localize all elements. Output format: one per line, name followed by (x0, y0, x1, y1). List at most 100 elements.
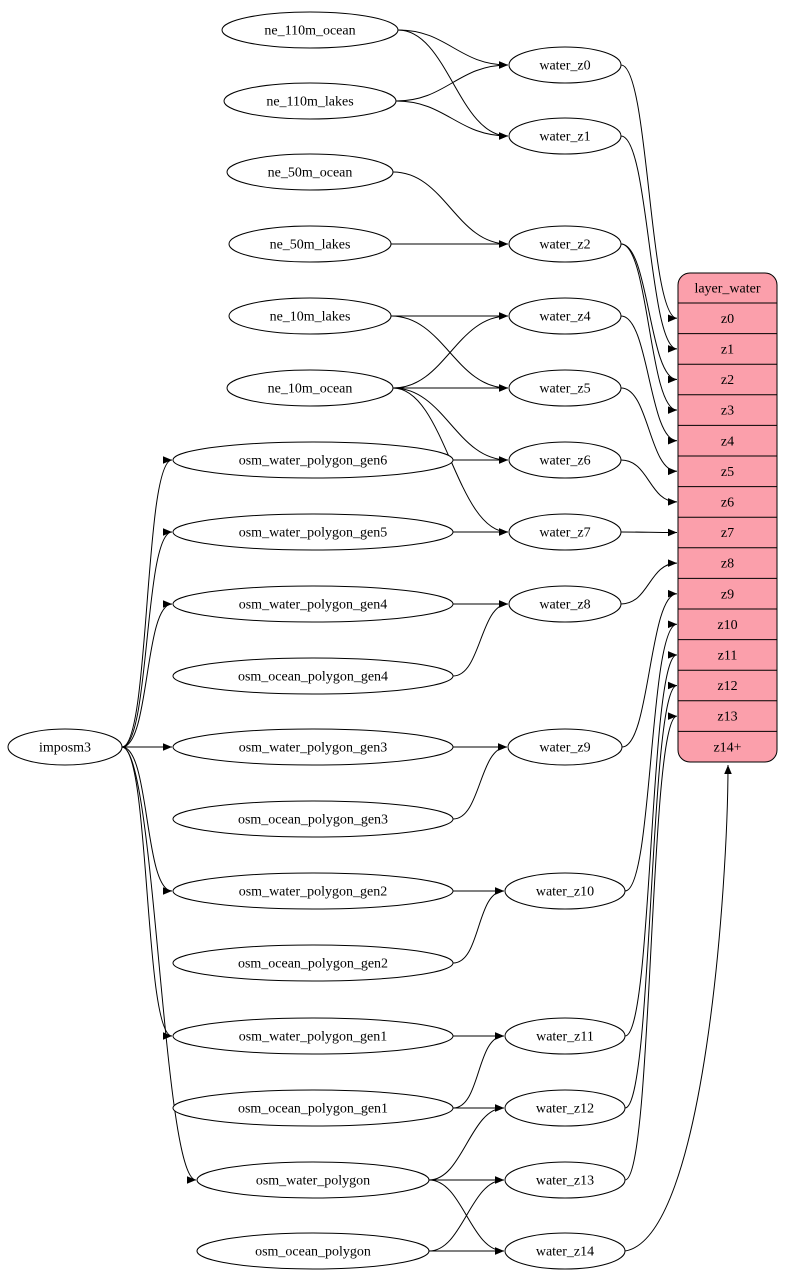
node-shape-water_z9 (507, 728, 623, 766)
edge-ne_110m_ocean-to-water_z0 (397, 29, 509, 69)
edge-water_z2-to-z3 (620, 243, 678, 414)
node-label-water_z2: water_z2 (539, 238, 590, 253)
node-water_z10: water_z10 (504, 872, 626, 910)
node-shape-water_z4 (508, 297, 622, 335)
edge-ne_110m_lakes-to-water_z0 (395, 61, 509, 102)
edge-ne_10m_ocean-to-water_z6 (392, 387, 509, 464)
edge-water_z7-to-z7 (620, 528, 678, 537)
node-shape-ne_10m_lakes (228, 297, 392, 335)
table-layer_water: layer_waterz0z1z2z3z4z5z6z7z8z9z10z11z12… (677, 272, 778, 763)
node-shape-osm_ocean_polygon_gen3 (172, 800, 454, 838)
node-osm_water_polygon_gen1: osm_water_polygon_gen1 (172, 1017, 454, 1055)
node-shape-water_z5 (508, 369, 622, 407)
node-label-osm_ocean_polygon_gen4: osm_ocean_polygon_gen4 (238, 670, 388, 685)
node-osm_water_polygon_gen4: osm_water_polygon_gen4 (172, 585, 454, 623)
node-water_z9: water_z9 (507, 728, 623, 766)
node-label-water_z8: water_z8 (539, 598, 590, 613)
node-shape-osm_water_polygon_gen5 (172, 513, 454, 551)
node-label-water_z12: water_z12 (536, 1102, 594, 1117)
edge-water_z12-to-z12 (624, 681, 678, 1109)
node-water_z4: water_z4 (508, 297, 622, 335)
edge-water_z9-to-z9 (621, 589, 678, 748)
node-osm_ocean_polygon_gen1: osm_ocean_polygon_gen1 (172, 1089, 454, 1127)
node-shape-osm_water_polygon_gen4 (172, 585, 454, 623)
node-label-water_z5: water_z5 (539, 382, 590, 397)
node-label-osm_ocean_polygon_gen2: osm_ocean_polygon_gen2 (238, 957, 388, 972)
table-row-z8: z8 (721, 557, 734, 572)
edge-water_z4-to-z4 (620, 315, 678, 445)
node-shape-osm_water_polygon (196, 1161, 430, 1199)
node-ne_110m_lakes: ne_110m_lakes (223, 82, 397, 120)
edge-osm_ocean_polygon_gen1-to-water_z11 (452, 1032, 505, 1109)
node-shape-osm_water_polygon_gen2 (172, 872, 454, 910)
node-shape-ne_50m_lakes (228, 225, 392, 263)
node-osm_ocean_polygon_gen3: osm_ocean_polygon_gen3 (172, 800, 454, 838)
node-label-osm_water_polygon_gen5: osm_water_polygon_gen5 (239, 526, 388, 541)
node-shape-water_z11 (504, 1017, 626, 1055)
node-water_z1: water_z1 (508, 117, 622, 155)
node-shape-osm_water_polygon_gen3 (172, 728, 454, 766)
edge-osm_ocean_polygon_gen4-to-water_z8 (452, 600, 509, 677)
node-label-ne_110m_ocean: ne_110m_ocean (264, 24, 355, 39)
edge-water_z1-to-z1 (620, 135, 678, 353)
node-shape-ne_110m_lakes (223, 82, 397, 120)
node-shape-water_z2 (508, 225, 622, 263)
edge-imposm3-to-osm_water_polygon_gen4 (121, 600, 173, 748)
node-label-water_z14: water_z14 (536, 1245, 594, 1260)
table-row-z13: z13 (717, 710, 737, 725)
table-row-z14+: z14+ (713, 740, 741, 755)
edge-water_z11-to-z11 (624, 651, 678, 1037)
node-shape-water_z1 (508, 117, 622, 155)
edge-water_z13-to-z13 (624, 712, 678, 1181)
node-osm_water_polygon_gen5: osm_water_polygon_gen5 (172, 513, 454, 551)
node-osm_ocean_polygon: osm_ocean_polygon (196, 1232, 430, 1270)
node-label-ne_10m_ocean: ne_10m_ocean (268, 382, 353, 397)
node-water_z12: water_z12 (504, 1089, 626, 1127)
edge-water_z2-to-z2 (620, 243, 678, 384)
edge-imposm3-to-osm_water_polygon_gen6 (121, 456, 173, 748)
table-header-layer_water: layer_water (694, 282, 760, 297)
edge-osm_water_polygon-to-water_z12 (428, 1104, 505, 1181)
node-ne_10m_ocean: ne_10m_ocean (226, 369, 394, 407)
node-osm_water_polygon_gen3: osm_water_polygon_gen3 (172, 728, 454, 766)
node-shape-osm_ocean_polygon_gen4 (172, 657, 454, 695)
node-shape-water_z7 (508, 513, 622, 551)
node-water_z8: water_z8 (508, 585, 622, 623)
edge-imposm3-to-osm_water_polygon (121, 746, 197, 1184)
node-label-water_z1: water_z1 (539, 130, 590, 145)
node-ne_50m_lakes: ne_50m_lakes (228, 225, 392, 263)
edge-water_z14-to-z14+ (624, 764, 732, 1252)
edge-ne_110m_lakes-to-water_z1 (395, 100, 509, 140)
node-water_z6: water_z6 (508, 441, 622, 479)
edge-osm_ocean_polygon_gen2-to-water_z10 (452, 887, 505, 964)
table-row-z11: z11 (718, 649, 738, 664)
table-row-z7: z7 (721, 526, 734, 541)
node-shape-ne_110m_ocean (221, 11, 399, 49)
node-water_z5: water_z5 (508, 369, 622, 407)
edge-osm_ocean_polygon_gen3-to-water_z9 (452, 743, 508, 820)
node-shape-ne_10m_ocean (226, 369, 394, 407)
node-label-water_z9: water_z9 (539, 741, 590, 756)
node-label-ne_10m_lakes: ne_10m_lakes (270, 310, 351, 325)
node-shape-osm_water_polygon_gen6 (172, 441, 454, 479)
table-row-z4: z4 (721, 434, 734, 449)
edge-osm_ocean_polygon-to-water_z13 (428, 1176, 505, 1252)
node-shape-water_z10 (504, 872, 626, 910)
node-shape-osm_ocean_polygon_gen1 (172, 1089, 454, 1127)
node-label-ne_110m_lakes: ne_110m_lakes (266, 95, 353, 110)
table-row-z9: z9 (721, 587, 734, 602)
edge-imposm3-to-osm_water_polygon_gen5 (121, 528, 173, 748)
node-label-ne_50m_lakes: ne_50m_lakes (270, 238, 351, 253)
node-label-water_z0: water_z0 (539, 59, 590, 74)
node-label-osm_water_polygon_gen6: osm_water_polygon_gen6 (239, 454, 388, 469)
node-label-osm_ocean_polygon_gen1: osm_ocean_polygon_gen1 (238, 1102, 388, 1117)
node-label-osm_water_polygon_gen3: osm_water_polygon_gen3 (239, 741, 388, 756)
node-water_z11: water_z11 (504, 1017, 626, 1055)
node-label-imposm3: imposm3 (39, 741, 91, 756)
node-shape-water_z8 (508, 585, 622, 623)
node-water_z0: water_z0 (508, 46, 622, 84)
node-osm_ocean_polygon_gen4: osm_ocean_polygon_gen4 (172, 657, 454, 695)
edge-water_z8-to-z8 (620, 559, 678, 605)
